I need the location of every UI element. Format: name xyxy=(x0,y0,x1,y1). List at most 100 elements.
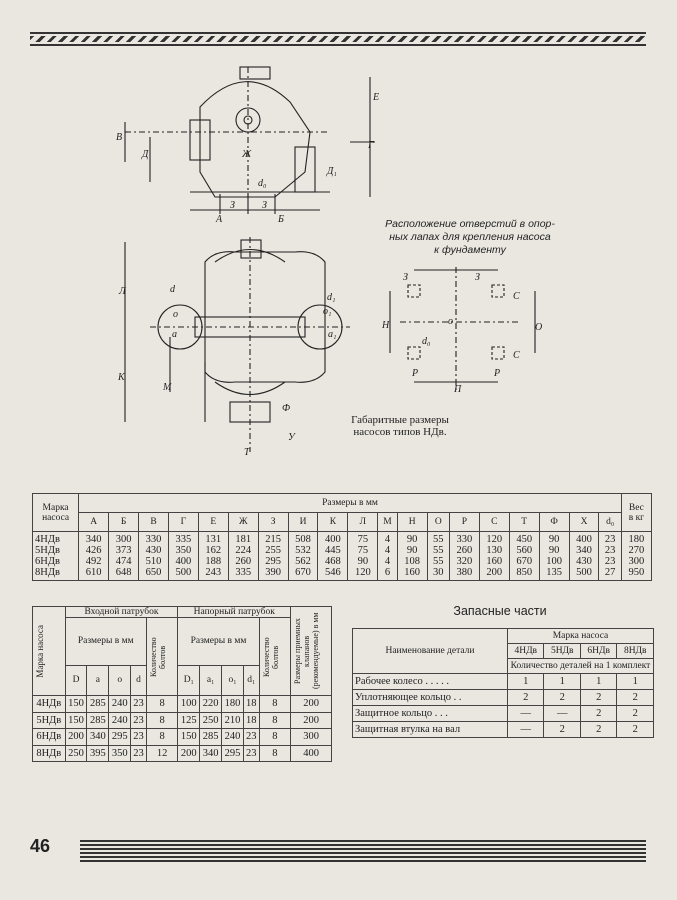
nozzle-cell: 400 xyxy=(290,744,332,762)
spare-qty-cell: 2 xyxy=(616,689,654,706)
nozzle-cell: 250 xyxy=(199,711,223,729)
nozzle-cell: 285 xyxy=(199,728,223,746)
dims-column-header: З xyxy=(257,512,289,532)
nozzle-cell: 300 xyxy=(290,728,332,746)
spare-qty-cell: 1 xyxy=(543,673,581,690)
spare-brand-column: 5НДв xyxy=(543,643,581,659)
svg-text:З: З xyxy=(475,272,480,283)
dims-column-header: А xyxy=(78,512,110,532)
spare-qty-cell: 2 xyxy=(506,689,545,706)
nozzle-cell: 150 xyxy=(64,711,88,729)
spare-name-cell: Уплотняющее кольцо . . xyxy=(352,689,508,706)
svg-text:А: А xyxy=(215,214,223,225)
dims-column-header: Ж xyxy=(227,512,259,532)
spare-qty-cell: 2 xyxy=(616,705,654,722)
nozzle-cell: 23 xyxy=(242,744,260,762)
elevation-view xyxy=(124,66,375,214)
dims-column-header: М xyxy=(377,512,398,532)
spare-qty-cell: 1 xyxy=(506,673,545,690)
dims-column-header: Е xyxy=(197,512,229,532)
svg-text:П: П xyxy=(453,384,462,395)
nozzle-cell: 285 xyxy=(86,695,110,713)
dims-column-header: Х xyxy=(568,512,600,532)
svg-text:Ж: Ж xyxy=(241,149,252,160)
outlet-bolts-header: Количество болтов xyxy=(258,617,292,696)
dims-column-header: Т xyxy=(508,512,540,532)
spare-name-cell: Рабочее колесо . . . . . xyxy=(352,673,508,690)
nozzle-cell: 4НДв xyxy=(32,695,66,713)
svg-text:Т: Т xyxy=(244,447,251,458)
spare-name-cell: Защитное кольцо . . . xyxy=(352,705,508,722)
inlet-column-header: D xyxy=(64,664,88,696)
nozzle-cell: 200 xyxy=(290,711,332,729)
nozzle-table: Марка насоса Входной патрубок Напорный п… xyxy=(32,606,332,762)
svg-text:Р: Р xyxy=(411,368,418,379)
svg-text:o₁: o₁ xyxy=(323,306,331,317)
nozzle-cell: 295 xyxy=(221,744,244,762)
svg-text:В: В xyxy=(116,132,122,143)
top-ornament xyxy=(30,30,646,48)
outlet-column-header: d₁ xyxy=(242,664,260,696)
inlet-column-header: o xyxy=(108,664,132,696)
svg-text:d₀: d₀ xyxy=(258,178,267,189)
nozzle-cell: 125 xyxy=(177,711,201,729)
svg-text:Л: Л xyxy=(118,286,127,297)
svg-text:К: К xyxy=(117,372,126,383)
nozzle-cell: 240 xyxy=(108,695,132,713)
outlet-size-header: Размеры в мм xyxy=(177,617,260,666)
nozzle-cell: 200 xyxy=(64,728,88,746)
svg-text:o: o xyxy=(448,316,453,327)
dims-header: Размеры в мм xyxy=(78,493,622,513)
nozzle-cell: 150 xyxy=(64,695,88,713)
inlet-bolts-header: Количество болтов xyxy=(145,617,179,696)
svg-text:Г: Г xyxy=(367,140,374,151)
svg-text:Д₁: Д₁ xyxy=(326,166,337,177)
dims-column-header: Б xyxy=(108,512,140,532)
nozzle-cell: 23 xyxy=(130,728,147,746)
svg-text:d₀: d₀ xyxy=(422,336,431,347)
nozzle-cell: 8НДв xyxy=(32,744,66,762)
svg-text:Н: Н xyxy=(381,320,390,331)
nozzle-cell: 8 xyxy=(258,728,292,746)
mount-holes-caption: Расположение отверстий в опор-ных лапах … xyxy=(385,218,555,256)
dims-column-header: К xyxy=(317,512,349,532)
nozzle-cell: 23 xyxy=(130,711,147,729)
dims-column-header: d₀ xyxy=(598,512,622,532)
svg-text:Е: Е xyxy=(372,92,379,103)
spare-qty-cell: 1 xyxy=(616,673,654,690)
spare-brand-column: 8НДв xyxy=(616,643,654,659)
nozzle-cell: 220 xyxy=(199,695,223,713)
spare-name-cell: Защитная втулка на вал xyxy=(352,721,508,738)
svg-text:Б: Б xyxy=(277,214,284,225)
nozzle-cell: 6НДв xyxy=(32,728,66,746)
outlet-header: Напорный патрубок xyxy=(177,606,292,618)
svg-text:С: С xyxy=(513,291,520,302)
nozzle-cell: 240 xyxy=(108,711,132,729)
dims-column-header: Р xyxy=(448,512,480,532)
svg-text:d: d xyxy=(170,284,176,295)
svg-text:Д: Д xyxy=(141,149,149,160)
spare-qty-cell: — xyxy=(543,705,581,722)
spare-qty-cell: — xyxy=(506,721,545,738)
